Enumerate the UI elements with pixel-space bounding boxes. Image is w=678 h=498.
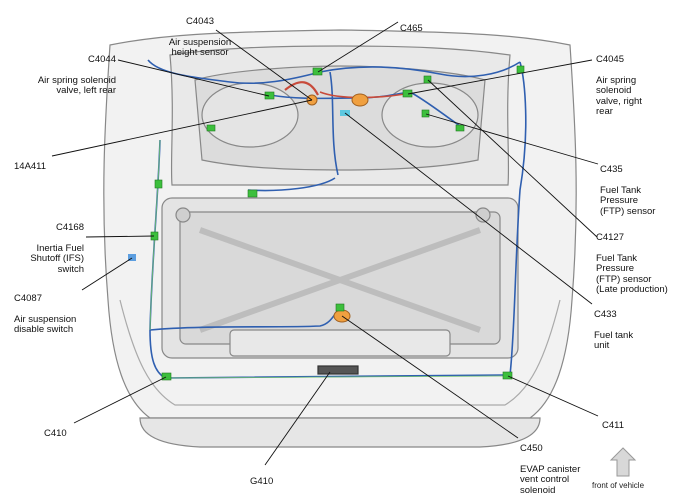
callout-code: C435 bbox=[600, 163, 623, 175]
callout-c410: C410 bbox=[44, 418, 67, 450]
callout-description: Fuel tank unit bbox=[594, 329, 634, 351]
callout-code: C433 bbox=[594, 308, 617, 320]
callout-c435: C435 Fuel Tank Pressure (FTP) sensor bbox=[600, 154, 655, 217]
callout-c411: C411 bbox=[602, 410, 624, 442]
vehicle-body bbox=[103, 29, 577, 448]
callout-14a411: 14A411 bbox=[14, 151, 46, 183]
wiring-harness-secondary bbox=[149, 139, 506, 379]
callout-code: C4087 bbox=[14, 292, 42, 304]
callout-code: C4127 bbox=[596, 231, 624, 243]
callout-code: C465 bbox=[400, 22, 423, 34]
callout-code: C4168 bbox=[56, 221, 84, 233]
callout-g410: G410 bbox=[250, 466, 273, 498]
callout-description: Air suspension disable switch bbox=[14, 313, 77, 335]
callout-description: Air spring solenoid valve, left rear bbox=[37, 74, 116, 96]
callout-code: C4043 bbox=[186, 15, 214, 27]
height-sensor-link bbox=[284, 81, 319, 96]
callout-description: Air suspension height sensor bbox=[168, 36, 232, 58]
callout-code: C4044 bbox=[88, 53, 116, 65]
callout-code: C411 bbox=[602, 419, 625, 431]
callout-code: 14A411 bbox=[14, 160, 47, 172]
callout-c4043: C4043 Air suspension height sensor bbox=[150, 6, 250, 59]
leader-lines bbox=[51, 21, 599, 466]
callout-c4087: C4087 Air suspension disable switch bbox=[14, 283, 76, 336]
callout-c4127: C4127 Fuel Tank Pressure (FTP) sensor (L… bbox=[596, 222, 668, 296]
callout-description: Inertia Fuel Shutoff (IFS) switch bbox=[30, 242, 84, 275]
callout-description: EVAP canister vent control solenoid bbox=[520, 463, 581, 496]
callout-c450: C450 EVAP canister vent control solenoid bbox=[520, 433, 580, 496]
callout-c4045: C4045 Air spring solenoid valve, right r… bbox=[596, 44, 642, 118]
callout-code: C4045 bbox=[596, 53, 624, 65]
callout-c433: C433 Fuel tank unit bbox=[594, 299, 633, 352]
connectors bbox=[150, 65, 525, 381]
callout-c4044: C4044 Air spring solenoid valve, left re… bbox=[2, 44, 116, 97]
callout-c4168: C4168 Inertia Fuel Shutoff (IFS) switch bbox=[4, 212, 84, 275]
front-of-vehicle-label: front of vehicle bbox=[592, 481, 645, 490]
callout-description: Fuel Tank Pressure (FTP) sensor (Late pr… bbox=[596, 252, 668, 295]
callout-code: C410 bbox=[44, 427, 67, 439]
callout-code: C450 bbox=[520, 442, 543, 454]
callout-description: Air spring solenoid valve, right rear bbox=[596, 74, 642, 117]
callout-code: G410 bbox=[250, 475, 274, 487]
callout-c465: C465 bbox=[400, 13, 423, 45]
callout-description: Fuel Tank Pressure (FTP) sensor bbox=[600, 184, 656, 217]
up-arrow-icon bbox=[609, 447, 637, 477]
